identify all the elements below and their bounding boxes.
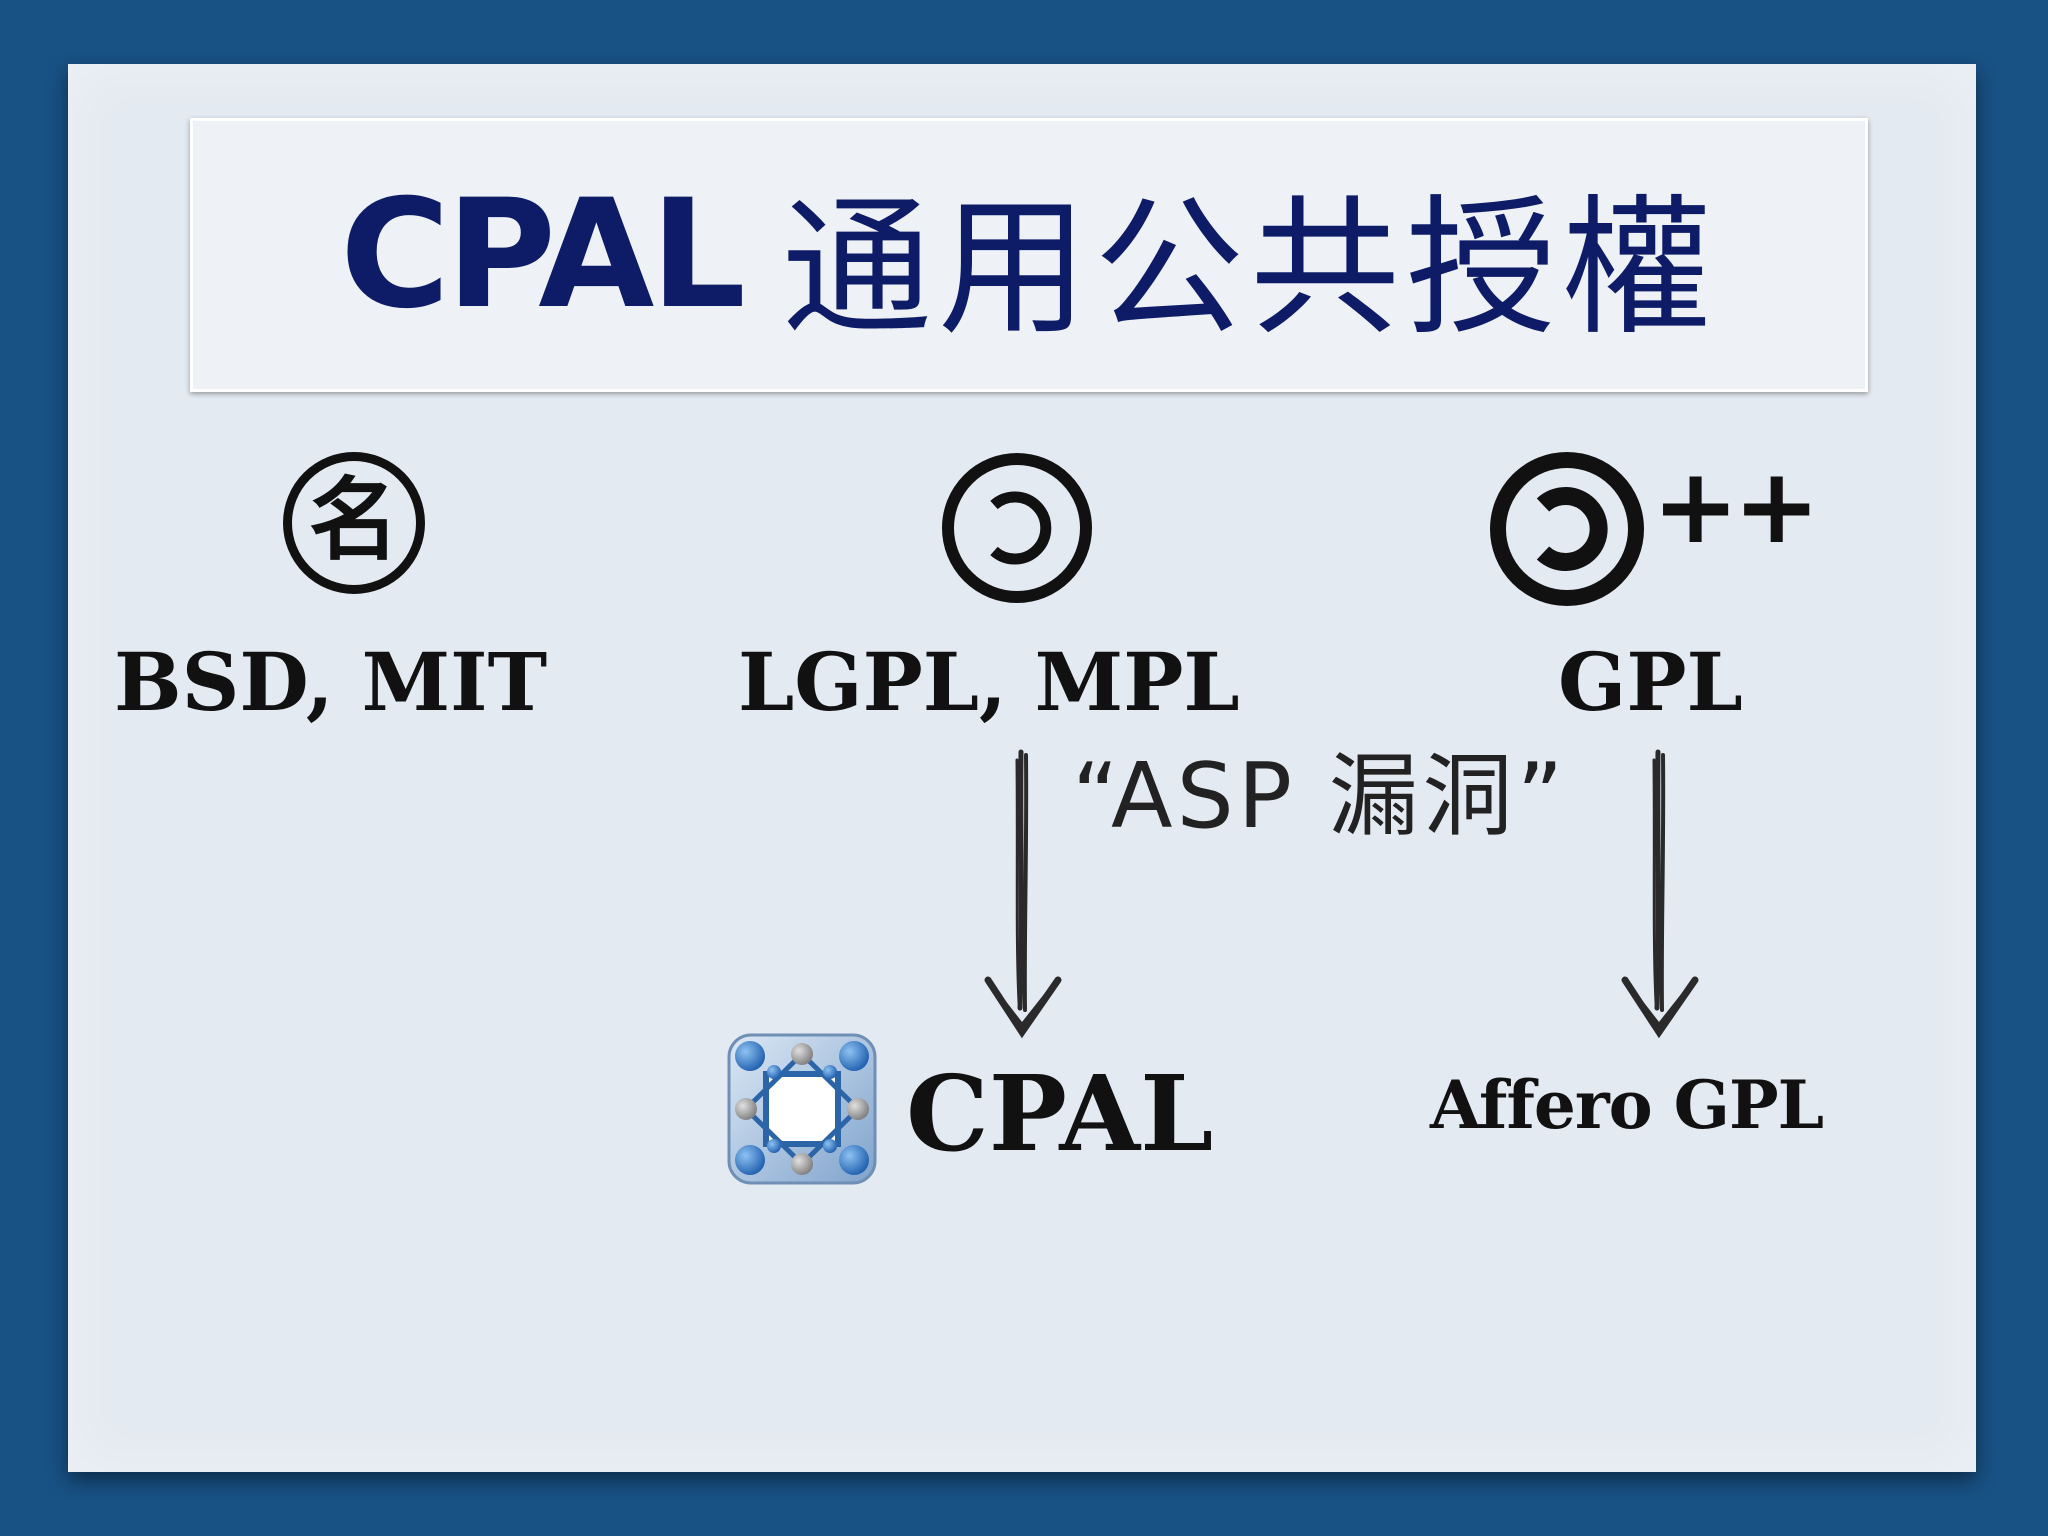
page-title: CPAL 通用公共授權 — [193, 121, 1865, 389]
title-latin: CPAL — [340, 168, 746, 342]
title-cjk: 通用公共授權 — [781, 181, 1718, 356]
arrow-to-cpal — [984, 749, 1062, 1039]
attribution-symbol-text: 名 — [309, 468, 399, 573]
label-gpl: GPL — [1558, 635, 1743, 729]
label-affero-gpl: Affero GPL — [1430, 1066, 1824, 1144]
label-lgpl-mpl: LGPL, MPL — [738, 635, 1240, 729]
arrow-to-affero — [1621, 749, 1699, 1039]
cpal-logo — [727, 1033, 877, 1185]
title-banner: CPAL 通用公共授權 — [190, 118, 1868, 392]
label-bsd-mit: BSD, MIT — [114, 635, 548, 729]
asp-loophole-note: “ASP 漏洞” — [1072, 744, 1568, 849]
plusplus-text: ++ — [1652, 445, 1820, 567]
attribution-icon: 名 — [283, 452, 425, 594]
label-cpal: CPAL — [906, 1052, 1214, 1175]
